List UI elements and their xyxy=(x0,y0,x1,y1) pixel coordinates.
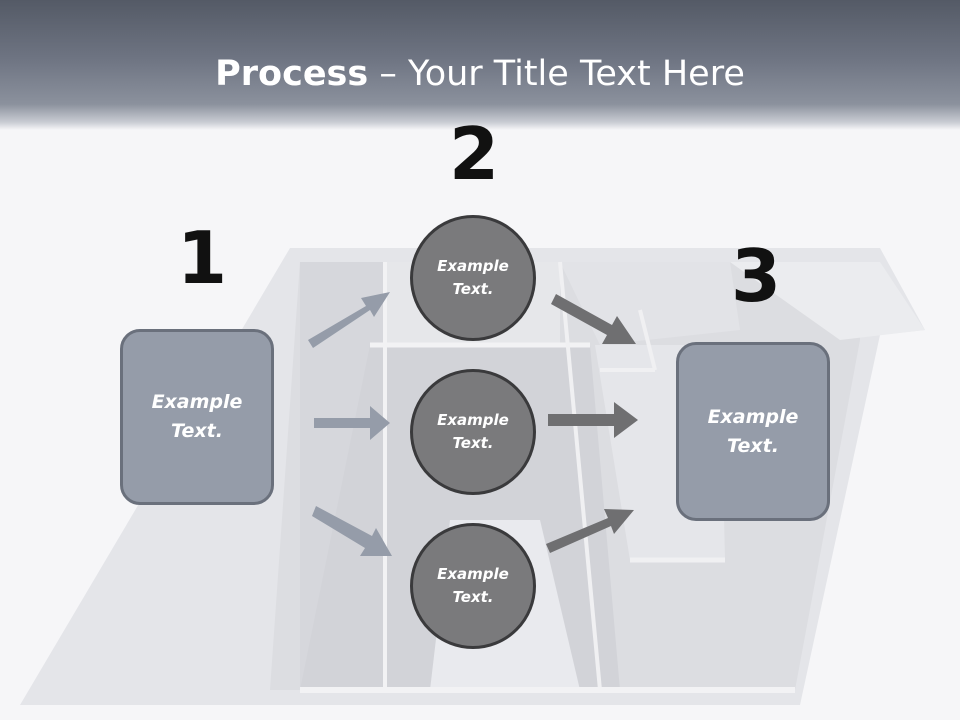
title-bold: Process xyxy=(215,54,369,94)
arrow-right-up xyxy=(546,509,634,553)
circle-bottom: Example Text. xyxy=(410,523,536,649)
wall-right xyxy=(730,262,925,340)
title-rest: – Your Title Text Here xyxy=(368,54,745,94)
arrow-left-down xyxy=(312,506,392,556)
step-number-2: 2 xyxy=(449,112,500,196)
page-title: Process – Your Title Text Here xyxy=(0,52,960,96)
step-number-3: 3 xyxy=(731,234,782,318)
arrow-left-up xyxy=(308,292,390,348)
right-box-text: Example Text. xyxy=(707,405,799,457)
arrow-right-mid xyxy=(548,402,638,438)
circle-middle-text: Example Text. xyxy=(437,411,509,452)
title-bar xyxy=(0,0,960,130)
arrow-right-down xyxy=(551,294,636,344)
step-number-1: 1 xyxy=(177,216,228,300)
circle-top: Example Text. xyxy=(410,215,536,341)
left-box: Example Text. xyxy=(120,329,274,505)
circle-bottom-text: Example Text. xyxy=(437,565,509,606)
circle-top-text: Example Text. xyxy=(437,257,509,298)
circle-middle: Example Text. xyxy=(410,369,536,495)
right-box: Example Text. xyxy=(676,342,830,521)
arrow-left-mid xyxy=(314,406,390,440)
left-box-text: Example Text. xyxy=(151,391,243,442)
